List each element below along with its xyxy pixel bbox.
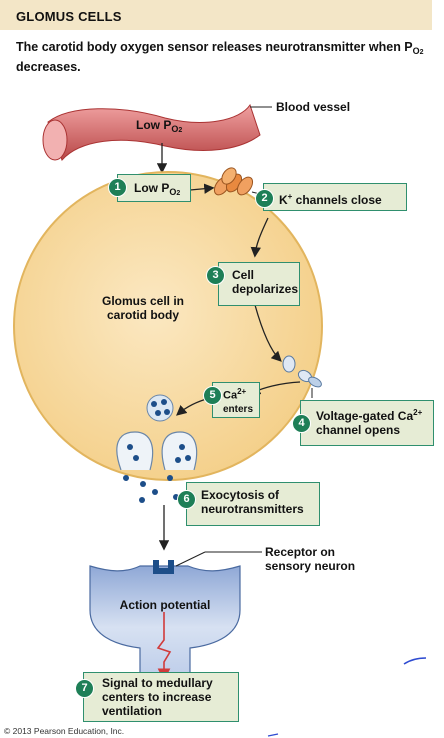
vessel-low-po2-sub: O2 <box>171 124 182 134</box>
step-4-text: Voltage-gated Ca2+ channel opens <box>316 406 433 437</box>
copyright-notice: © 2013 Pearson Education, Inc. <box>4 726 125 736</box>
step-2-badge: 2 <box>255 189 274 208</box>
subtitle-text: The carotid body oxygen sensor releases … <box>16 40 413 54</box>
blood-vessel-shape <box>47 103 261 161</box>
step-4-box: Voltage-gated Ca2+ channel opens <box>300 400 434 446</box>
vesicle-icon <box>146 394 174 422</box>
header-bar <box>0 0 432 30</box>
step-3-badge: 3 <box>206 266 225 285</box>
ca-channel-icon <box>282 355 322 388</box>
step-6-badge: 6 <box>177 490 196 509</box>
step-4-end: channel opens <box>316 423 401 437</box>
step-2-box: K+ channels close <box>263 183 407 211</box>
vessel-low-po2-main: Low P <box>136 118 172 132</box>
blood-vessel-end <box>42 119 68 161</box>
step-4-main: Voltage-gated Ca <box>316 409 414 423</box>
pen-mark <box>403 657 427 665</box>
step-2-main: K <box>279 193 288 207</box>
step-5-end: enters <box>223 403 254 415</box>
action-potential-arrow <box>156 612 172 682</box>
vessel-low-po2-sub-o: O <box>171 124 179 134</box>
step-1-box: Low PO2 <box>117 174 191 202</box>
glomus-cell-body <box>13 171 323 481</box>
step-3-box: Cell depolarizes <box>218 262 300 306</box>
step-7-text: Signal to medullary centers to increase … <box>102 676 213 718</box>
sensory-neuron-shape <box>89 565 241 721</box>
vessel-low-po2-label: Low PO2 <box>136 118 182 138</box>
arrow-step3-to-cachannel <box>254 304 282 362</box>
step-1-sub-o: O <box>169 187 177 197</box>
step-1-badge: 1 <box>108 178 127 197</box>
subtitle-sub-o: O <box>412 46 420 56</box>
step-4-badge: 4 <box>292 414 311 433</box>
step-5-sup: 2+ <box>237 387 247 396</box>
receptor-leader-line <box>175 551 206 567</box>
subtitle-end: decreases. <box>16 60 81 74</box>
step-1-main: Low P <box>134 181 170 195</box>
step-7-badge: 7 <box>75 679 94 698</box>
vessel-low-po2-sub-2: 2 <box>178 127 183 134</box>
step-6-text: Exocytosis of neurotransmitters <box>201 488 304 516</box>
action-potential-label: Action potential <box>119 598 211 612</box>
step-3-text: Cell depolarizes <box>232 268 299 296</box>
glomus-cell-label: Glomus cell in carotid body <box>101 294 185 322</box>
subtitle-sub-2: 2 <box>419 49 424 56</box>
page-title: GLOMUS CELLS <box>16 9 122 24</box>
receptor-icon <box>153 560 174 574</box>
arrow-step2-to-step3 <box>250 217 269 258</box>
arrow-step1-to-kchannel <box>189 183 215 194</box>
subtitle-sub: O2 <box>413 46 424 56</box>
step-2-text: K+ channels close <box>279 190 382 207</box>
step-1-sub-2: 2 <box>176 190 181 197</box>
step-5-text: Ca2+ enters <box>223 385 253 416</box>
step-7-box: Signal to medullary centers to increase … <box>83 672 239 722</box>
blood-vessel-label: Blood vessel <box>276 100 351 114</box>
step-6-box: Exocytosis of neurotransmitters <box>186 482 320 526</box>
page-subtitle: The carotid body oxygen sensor releases … <box>16 40 426 75</box>
step-1-sub: O2 <box>169 187 180 197</box>
step-1-text: Low PO2 <box>134 181 180 201</box>
pen-mark-2 <box>267 733 279 737</box>
step-5-badge: 5 <box>203 386 222 405</box>
k-channel-icon <box>213 167 254 196</box>
receptor-label: Receptor on sensory neuron <box>265 545 356 573</box>
step-2-sup: + <box>287 192 293 201</box>
step-5-main: Ca <box>223 389 238 402</box>
neurotransmitter-dots <box>123 444 191 503</box>
step-4-sup: 2+ <box>413 408 423 417</box>
step-2-end: channels close <box>292 193 382 207</box>
